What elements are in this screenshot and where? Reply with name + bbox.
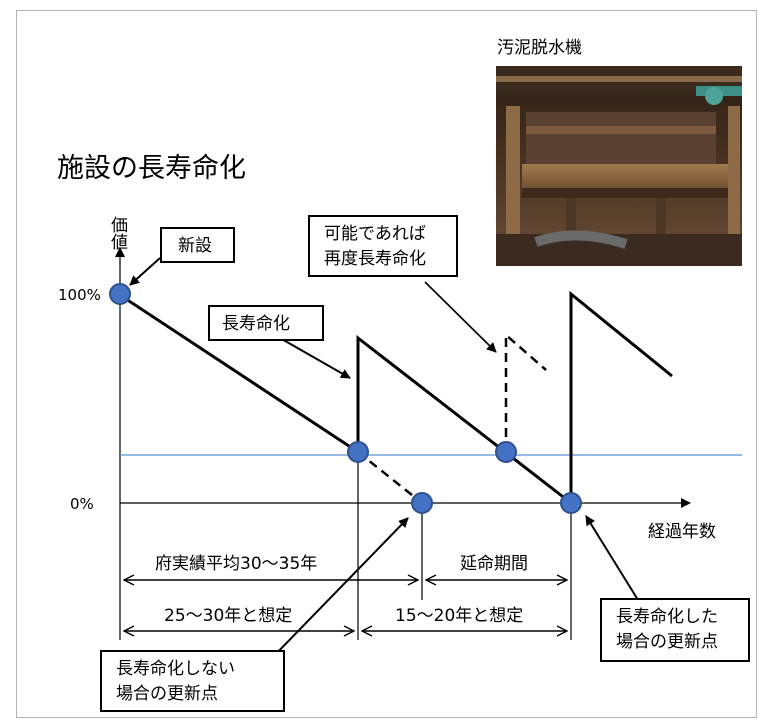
callout-life-ext-text: 長寿命化: [222, 314, 290, 334]
y-tick-0: 0%: [70, 495, 94, 513]
span-label-actual: 府実績平均30～35年: [155, 554, 318, 574]
callout-ext: 長寿命化した 場合の更新点: [600, 598, 750, 662]
span-label-extension: 延命期間: [460, 554, 528, 574]
possible-re-extension: [504, 332, 547, 452]
y-axis-label: 価値: [107, 216, 127, 250]
callout-again-line2: 再度長寿命化: [324, 248, 426, 269]
callout-life-ext: 長寿命化: [208, 305, 324, 341]
callout-no-ext-line2: 場合の更新点: [116, 683, 218, 704]
callout-new-text: 新設: [178, 236, 212, 256]
span-label-assumed-2: 15～20年と想定: [395, 606, 524, 626]
photo-caption: 汚泥脱水機: [497, 38, 582, 58]
pointer-life-ext: [279, 337, 351, 379]
marker-ext-renewal: [560, 492, 582, 514]
pointer-ext: [585, 515, 639, 601]
dewatering-machine-photo: [496, 66, 742, 266]
callout-new: 新設: [160, 227, 235, 263]
slide-title: 施設の長寿命化: [57, 153, 246, 184]
pointer-new: [129, 257, 161, 286]
no-extension-decline: [357, 451, 423, 504]
callout-ext-line1: 長寿命化した: [616, 607, 718, 627]
x-axis-label: 経過年数: [648, 522, 716, 542]
callout-again: 可能であれば 再度長寿命化: [308, 215, 458, 277]
callout-again-line1: 可能であれば: [324, 224, 426, 244]
pointer-no-ext: [269, 517, 409, 661]
callout-ext-line2: 場合の更新点: [616, 631, 718, 652]
y-tick-100: 100%: [58, 286, 101, 304]
pointer-again: [424, 281, 497, 353]
marker-no-ext-renewal: [411, 492, 433, 514]
span-label-assumed-1: 25～30年と想定: [164, 606, 293, 626]
marker-re-ext-point: [495, 441, 517, 463]
marker-new: [109, 283, 131, 305]
value-curve: [119, 290, 673, 507]
callout-no-ext: 長寿命化しない 場合の更新点: [100, 650, 285, 712]
slide-frame: [16, 10, 757, 718]
marker-life-ext-point: [347, 441, 369, 463]
callout-no-ext-line1: 長寿命化しない: [116, 659, 235, 679]
